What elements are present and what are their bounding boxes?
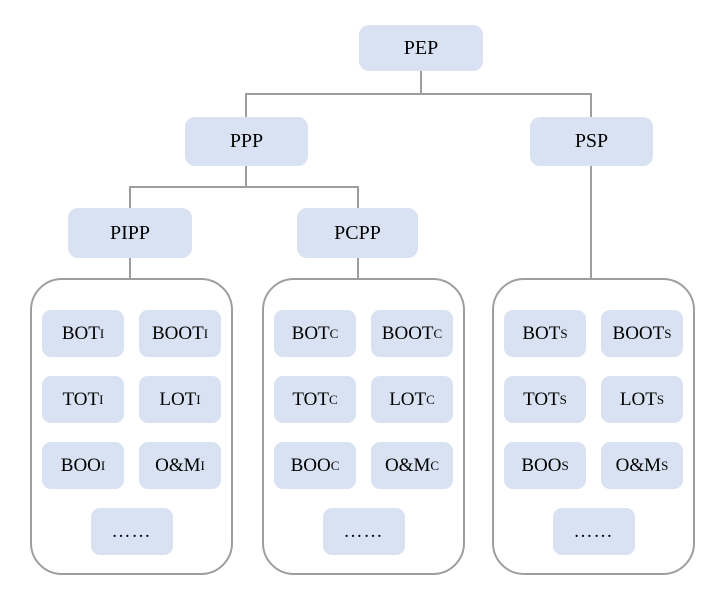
cell-label: LOT <box>619 388 657 410</box>
cell-label: O&M <box>155 454 201 476</box>
connector-pipp-up <box>129 186 131 208</box>
cell-label: BOOT <box>151 322 204 344</box>
group-row: …… <box>552 508 635 555</box>
connector-level3-horizontal <box>129 186 359 188</box>
node-psp: PSP <box>530 117 653 166</box>
node-pcpp: PCPP <box>297 208 418 258</box>
group-row: …… <box>322 508 405 555</box>
cell-label: O&M <box>384 454 431 476</box>
connector-ppp-up <box>245 93 247 117</box>
cell-label: BOO <box>521 454 562 476</box>
connector-pcpp-group <box>357 258 359 280</box>
cell-label: BOT <box>61 322 100 344</box>
cell-label: BOOT <box>381 322 434 344</box>
cell-label: BOT <box>291 322 330 344</box>
node-ellipsis-c: …… <box>322 508 405 555</box>
node-ellipsis-s: …… <box>552 508 635 555</box>
node-ellipsis-i: …… <box>90 508 173 555</box>
connector-psp-group <box>590 166 592 280</box>
connector-psp-up <box>590 93 592 117</box>
connector-pcpp-up <box>357 186 359 208</box>
cell-label: BOOT <box>612 322 665 344</box>
node-pep: PEP <box>359 25 483 71</box>
cell-label: TOT <box>62 388 100 410</box>
node-ppp: PPP <box>185 117 308 166</box>
cell-label: TOT <box>292 388 329 410</box>
cell-label: BOO <box>60 454 101 476</box>
cell-label: LOT <box>159 388 197 410</box>
connector-pipp-group <box>129 258 131 280</box>
group-row: …… <box>90 508 173 555</box>
connector-level2-horizontal <box>245 93 592 95</box>
cell-label: O&M <box>615 454 662 476</box>
cell-label: BOO <box>290 454 331 476</box>
cell-label: TOT <box>523 388 560 410</box>
connector-pep-down <box>420 71 422 95</box>
connector-ppp-down <box>245 166 247 188</box>
cell-label: LOT <box>389 388 427 410</box>
cell-label: BOT <box>522 322 561 344</box>
node-pipp: PIPP <box>68 208 192 258</box>
